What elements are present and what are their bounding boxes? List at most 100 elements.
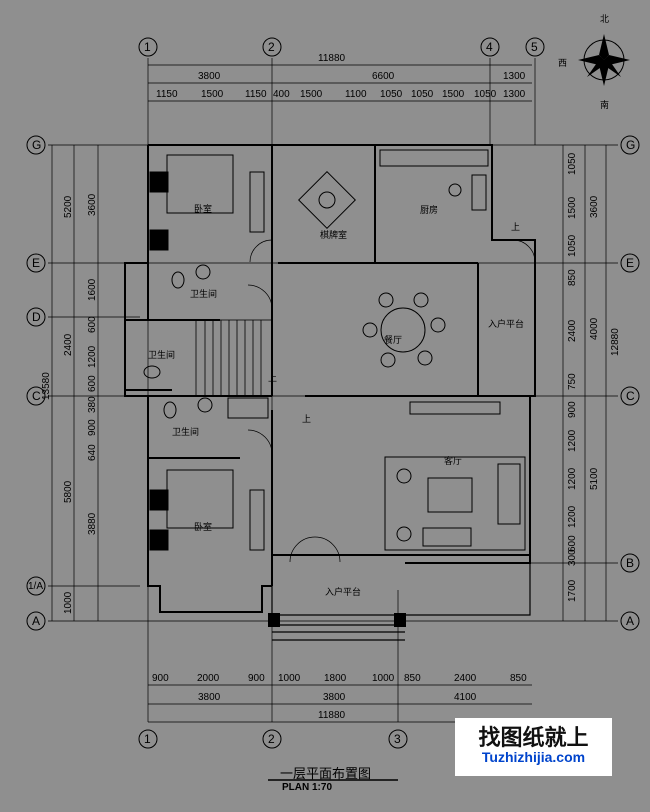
axis-label-top-4: 4 <box>486 40 493 54</box>
dim-right-inner-3: 850 <box>567 269 578 286</box>
stair-up-label-3: 上 <box>302 414 311 425</box>
room-label-kitchen: 厨房 <box>420 204 438 216</box>
plan-title: 一层平面布置图 <box>280 767 372 782</box>
dim-bottom-r2-0: 3800 <box>198 692 221 703</box>
dim-right-inner-7: 1200 <box>567 429 578 452</box>
dim-left-inner-0: 3600 <box>87 193 98 216</box>
dim-top-r3-10: 1300 <box>503 89 526 100</box>
dim-left-mid-3: 1000 <box>63 591 74 614</box>
dim-left-inner-5: 380 <box>87 396 98 413</box>
dim-left-inner-1: 1600 <box>87 278 98 301</box>
compass-north-label: 北 <box>600 14 609 25</box>
axis-label-top-5: 5 <box>531 40 538 54</box>
axis-label-bottom-1: 1 <box>144 732 151 746</box>
dim-right-mid-2: 5100 <box>589 467 600 490</box>
dim-bottom-r1-8: 850 <box>510 673 527 684</box>
axis-label-right-e: E <box>626 256 634 270</box>
dim-top-r2-1: 6600 <box>372 71 395 82</box>
room-label-bedroom-top: 卧室 <box>194 203 212 215</box>
dim-left-inner-3: 1200 <box>87 345 98 368</box>
room-label-bathroom-3: 卫生间 <box>172 426 199 438</box>
room-label-bathroom-1: 卫生间 <box>190 288 217 300</box>
dim-right-inner-10: 300 <box>567 549 578 566</box>
dim-left-inner-4: 600 <box>87 375 98 392</box>
dim-right-mid-0: 3600 <box>589 195 600 218</box>
chess-table <box>298 171 356 229</box>
side-dimension-lines <box>51 145 607 621</box>
dim-top-r3-4: 1500 <box>300 89 323 100</box>
dining-table <box>362 292 446 368</box>
dim-top-r3-6: 1050 <box>380 89 403 100</box>
dim-left-overall: 13580 <box>41 372 52 400</box>
dim-left-inner-6: 900 <box>87 419 98 436</box>
room-label-bedroom-bottom: 卧室 <box>194 521 212 533</box>
dim-left-mid-1: 2400 <box>63 333 74 356</box>
dim-right-inner-5: 750 <box>567 373 578 390</box>
dim-top-r2-2: 1300 <box>503 71 526 82</box>
axis-label-left-c: C <box>32 389 41 403</box>
axis-label-right-c: C <box>626 389 635 403</box>
porch-column-left <box>268 613 280 627</box>
dim-left-mid-0: 5200 <box>63 195 74 218</box>
axis-label-top-2: 2 <box>268 40 275 54</box>
porch-column-right <box>394 613 406 627</box>
axis-label-bottom-3: 3 <box>394 732 401 746</box>
watermark: 找图纸就上 Tuzhizhijia.com <box>455 718 612 776</box>
dim-right-inner-1: 1500 <box>567 196 578 219</box>
axis-label-right-b: B <box>626 556 634 570</box>
dim-bottom-r1-3: 1000 <box>278 673 301 684</box>
dim-top-r3-7: 1050 <box>411 89 434 100</box>
room-label-entry-platform-right: 入户平台 <box>488 318 524 330</box>
dim-right-inner-2: 1050 <box>567 234 578 257</box>
dim-bottom-r1-5: 1000 <box>372 673 395 684</box>
dim-bottom-r1-2: 900 <box>248 673 265 684</box>
axis-label-left-a: A <box>32 614 40 628</box>
axis-label-left-1a: 1/A <box>28 581 43 592</box>
dim-left-inner-7: 640 <box>87 444 98 461</box>
dim-bottom-r1-4: 1800 <box>324 673 347 684</box>
dim-top-r3-9: 1050 <box>474 89 497 100</box>
bedroom-bottom-furniture <box>149 469 265 551</box>
compass-south-label: 南 <box>600 99 609 111</box>
axis-label-right-g: G <box>626 138 635 152</box>
axis-label-bottom-2: 2 <box>268 732 275 746</box>
dim-bottom-r1-6: 850 <box>404 673 421 684</box>
watermark-text: 找图纸就上 <box>478 726 589 751</box>
dim-top-r3-0: 1150 <box>156 89 178 100</box>
axis-label-left-e: E <box>32 256 40 270</box>
dim-bottom-overall: 11880 <box>318 710 346 721</box>
dim-top-r3-5: 1100 <box>345 89 367 100</box>
bedroom-top-furniture <box>149 154 265 251</box>
dim-top-r3-1: 1500 <box>201 89 224 100</box>
dim-right-inner-11: 600 <box>567 535 578 552</box>
bathroom-fixtures <box>143 264 269 419</box>
room-label-dining: 餐厅 <box>384 334 402 346</box>
dim-right-inner-12: 1700 <box>567 579 578 602</box>
compass-icon <box>578 34 630 86</box>
dim-top-r3-8: 1500 <box>442 89 465 100</box>
dim-right-overall: 12880 <box>610 328 621 356</box>
room-label-bathroom-2: 卫生间 <box>148 349 175 361</box>
dim-bottom-r1-1: 2000 <box>197 673 220 684</box>
door-swings <box>247 239 536 563</box>
room-label-living: 客厅 <box>444 455 462 467</box>
plan-scale: PLAN 1:70 <box>282 782 333 793</box>
stair-up-label-1: 上 <box>511 222 520 233</box>
dim-bottom-r1-0: 900 <box>152 673 169 684</box>
dim-top-overall: 11880 <box>318 53 346 64</box>
dim-bottom-r1-7: 2400 <box>454 673 477 684</box>
dim-top-r2-0: 3800 <box>198 71 221 82</box>
kitchen-fixtures <box>379 149 489 211</box>
living-room-furniture <box>384 401 526 551</box>
dim-left-mid-2: 5800 <box>63 480 74 503</box>
dim-bottom-r2-1: 3800 <box>323 692 346 703</box>
dim-left-inner-2: 600 <box>87 316 98 333</box>
dim-left-inner-8: 3880 <box>87 512 98 535</box>
axis-bubbles <box>26 37 640 749</box>
dim-right-inner-4: 2400 <box>567 319 578 342</box>
staircase <box>195 319 273 397</box>
room-label-entry-platform-front: 入户平台 <box>325 586 361 598</box>
room-label-chess-room: 棋牌室 <box>320 229 347 241</box>
dim-right-mid-1: 4000 <box>589 317 600 340</box>
